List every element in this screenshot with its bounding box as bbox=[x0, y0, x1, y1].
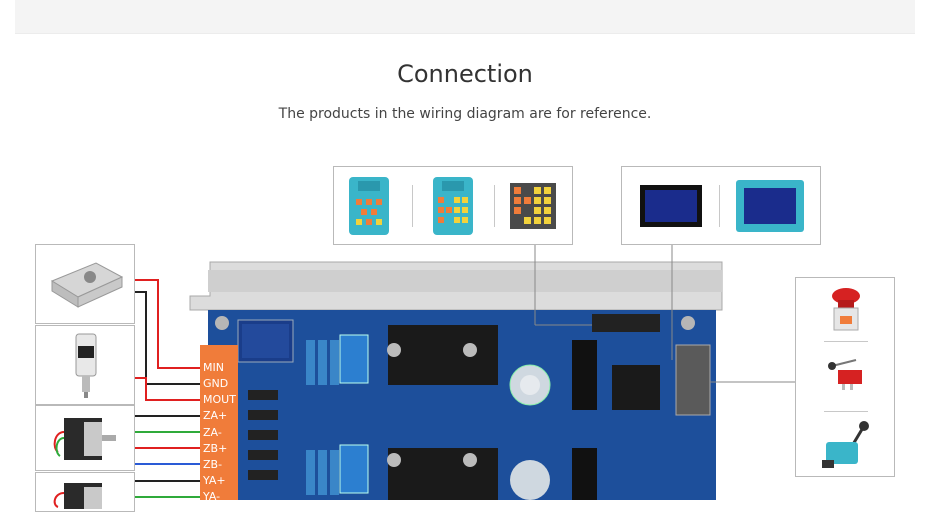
spindle-motor-box bbox=[35, 325, 135, 405]
keypad-module-image bbox=[510, 183, 556, 229]
handheld-pendant-image-1 bbox=[349, 177, 389, 235]
micro-limit-switch-image bbox=[828, 359, 862, 390]
section-subtitle: The products in the wiring diagram are f… bbox=[278, 106, 652, 122]
db-connector bbox=[675, 344, 711, 416]
pendant-products-box bbox=[333, 166, 573, 245]
controller-board-illustration bbox=[134, 244, 795, 500]
terminal-label-ya-minus: YA- bbox=[203, 490, 221, 503]
terminal-label-zb-minus: ZB- bbox=[203, 458, 223, 471]
terminal-block bbox=[200, 345, 238, 500]
microcontroller bbox=[612, 365, 660, 410]
limit-switches-box bbox=[795, 277, 895, 477]
lcd-display-image-1 bbox=[640, 185, 702, 227]
stepper-motor-image-y bbox=[53, 483, 102, 509]
stepper-driver-1 bbox=[388, 325, 498, 385]
terminal-label-mout: MOUT bbox=[203, 393, 236, 406]
capacitor-2 bbox=[510, 460, 550, 500]
lcd-display-image-2 bbox=[736, 180, 804, 232]
roller-limit-switch-image bbox=[822, 421, 869, 468]
stepper-motor-y-box bbox=[35, 472, 135, 512]
wire-red-spindle bbox=[134, 377, 200, 401]
top-banner bbox=[15, 0, 915, 34]
pin-header bbox=[592, 314, 660, 332]
handheld-pendant-image-2 bbox=[433, 177, 473, 235]
power-supply-box bbox=[35, 244, 135, 324]
terminal-label-min: MIN bbox=[203, 361, 224, 374]
lcd-products-box bbox=[621, 166, 821, 245]
dip-switch-2 bbox=[339, 444, 369, 494]
terminal-label-zb-plus: ZB+ bbox=[203, 442, 228, 455]
resistor-bank bbox=[306, 340, 339, 495]
spindle-motor-image bbox=[75, 333, 97, 398]
terminal-label-za-plus: ZA+ bbox=[203, 409, 228, 422]
section-title: Connection bbox=[397, 60, 533, 88]
wire-black-power bbox=[134, 291, 200, 385]
dip-switch-1 bbox=[339, 334, 369, 384]
power-supply-image bbox=[50, 262, 124, 308]
terminal-label-za-minus: ZA- bbox=[203, 426, 222, 439]
stepper-motor-z-box bbox=[35, 405, 135, 471]
terminal-label-ya-plus: YA+ bbox=[203, 474, 226, 487]
stepper-motor-image-z bbox=[53, 418, 116, 460]
terminal-label-gnd: GND bbox=[203, 377, 229, 390]
stepper-driver-2 bbox=[388, 448, 498, 500]
wire-red-power bbox=[134, 279, 200, 369]
emergency-stop-button-image bbox=[832, 288, 860, 331]
